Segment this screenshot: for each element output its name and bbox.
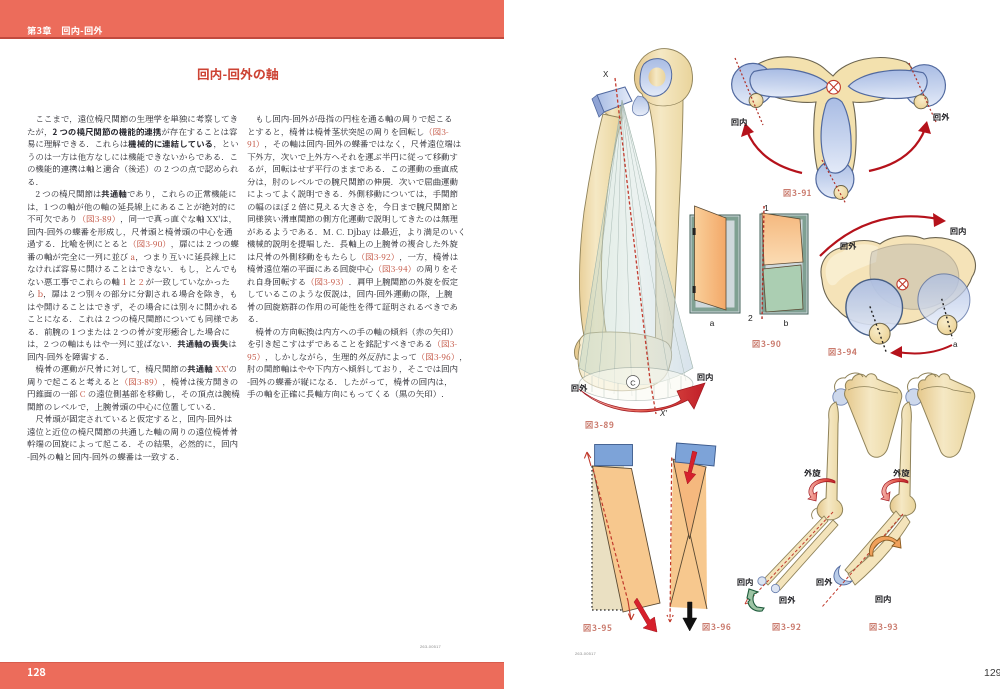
svg-text:X: X [603, 70, 609, 79]
svg-text:回内: 回内 [731, 116, 747, 128]
svg-text:a: a [710, 318, 715, 328]
svg-text:a: a [953, 340, 958, 349]
svg-text:回外: 回外 [816, 576, 832, 588]
svg-text:回内: 回内 [950, 225, 966, 237]
svg-text:2: 2 [748, 313, 753, 323]
svg-text:回内: 回内 [737, 576, 753, 588]
svg-text:図3-92: 図3-92 [772, 621, 801, 633]
svg-text:回内: 回内 [875, 593, 891, 605]
svg-text:図3-90: 図3-90 [752, 338, 781, 350]
svg-text:X′: X′ [659, 409, 667, 418]
svg-text:回外: 回外 [933, 111, 949, 123]
svg-text:回外: 回外 [779, 594, 795, 606]
svg-text:図3-91: 図3-91 [783, 187, 812, 199]
svg-text:b: b [784, 318, 789, 328]
svg-text:図3-96: 図3-96 [702, 621, 731, 633]
svg-text:C: C [630, 379, 636, 388]
svg-text:回内: 回内 [697, 371, 713, 383]
svg-text:図3-93: 図3-93 [869, 621, 898, 633]
svg-text:回外: 回外 [840, 240, 856, 252]
svg-text:回外: 回外 [571, 382, 587, 394]
svg-text:外旋: 外旋 [892, 467, 910, 479]
svg-text:1: 1 [764, 203, 769, 213]
svg-text:図3-94: 図3-94 [828, 346, 857, 358]
svg-text:図3-89: 図3-89 [585, 419, 614, 431]
svg-text:図3-95: 図3-95 [583, 622, 612, 634]
svg-text:外旋: 外旋 [803, 467, 821, 479]
